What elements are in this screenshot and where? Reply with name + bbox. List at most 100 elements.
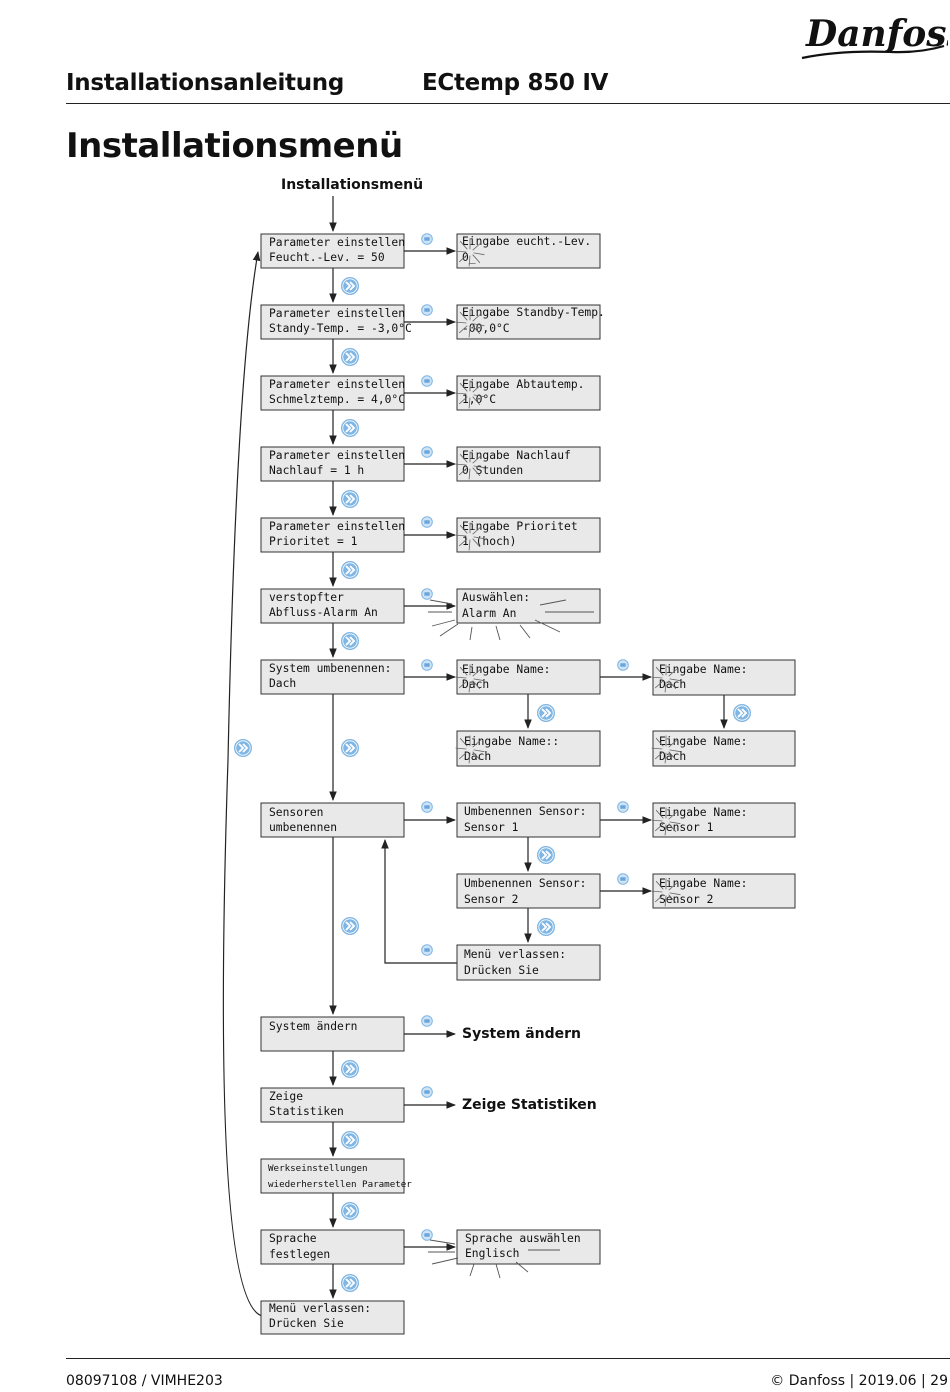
svg-text:Eingabe Name:: Eingabe Name:	[659, 877, 747, 890]
lcd-auswaehlen-alarm: Auswählen: Alarm An	[456, 588, 601, 624]
lcd-menue-verlassen: Menü verlassen: Drücken Sie	[260, 1300, 405, 1335]
document-number: 08097108 / VIMHE203	[66, 1373, 223, 1389]
svg-text:Sensor 1: Sensor 1	[659, 821, 714, 834]
svg-text:Eingabe Name:: Eingabe Name:	[659, 806, 747, 819]
lcd-eingabe-nachlauf: Eingabe Nachlauf 0 Stunden	[456, 446, 601, 482]
lcd-umbenennen-sensor-1: Umbenennen Sensor: Sensor 1	[456, 802, 601, 838]
lcd-nachlauf: Parameter einstellen Nachlauf = 1 h	[260, 446, 405, 482]
svg-text:festlegen: festlegen	[269, 1248, 330, 1261]
lcd-eingabe-standby: Eingabe Standby-Temp. -00,0°C	[456, 304, 605, 340]
product-name: ECtemp 850 IV	[422, 70, 609, 96]
lcd-werkseinstellungen: Werkseinstellungen wiederherstellen Para…	[260, 1158, 412, 1194]
svg-text:wiederherstellen Parameter: wiederherstellen Parameter	[268, 1179, 412, 1190]
footer-divider	[66, 1358, 950, 1359]
svg-text:1 (hoch): 1 (hoch)	[462, 535, 516, 548]
svg-text:Eingabe Abtautemp.: Eingabe Abtautemp.	[462, 378, 584, 391]
lcd-prioritet: Parameter einstellen Prioritet = 1	[260, 517, 405, 553]
svg-text:Parameter einstellen: Parameter einstellen	[269, 378, 405, 391]
svg-text:Eingabe Prioritet: Eingabe Prioritet	[462, 520, 578, 533]
svg-text:Eingabe Nachlauf: Eingabe Nachlauf	[462, 449, 571, 462]
svg-text:Nachlauf = 1 h: Nachlauf = 1 h	[269, 464, 364, 477]
svg-text:Schmelztemp. = 4,0°C: Schmelztemp. = 4,0°C	[269, 393, 405, 406]
svg-text:Sensoren: Sensoren	[269, 806, 323, 819]
lcd-menue-verlassen-sub: Menü verlassen: Drücken Sie	[456, 944, 601, 981]
lcd-feuchte: Parameter einstellen Feucht.-Lev. = 50	[260, 233, 405, 269]
system-aendern-label: System ändern	[462, 1026, 581, 1042]
zeige-statistiken-label: Zeige Statistiken	[462, 1097, 597, 1113]
lcd-eingabe-prioritet: Eingabe Prioritet 1 (hoch)	[456, 517, 601, 553]
svg-text:Dach: Dach	[269, 677, 296, 690]
lcd-name-sensor-1: Eingabe Name: Sensor 1	[652, 802, 796, 838]
svg-text:System umbenennen:: System umbenennen:	[269, 662, 391, 675]
lcd-sensoren-umbenennen: Sensoren umbenennen	[260, 802, 405, 838]
svg-text:Sensor 2: Sensor 2	[464, 893, 518, 906]
svg-text:Abfluss-Alarm An: Abfluss-Alarm An	[269, 606, 378, 619]
svg-text:Eingabe Name:: Eingabe Name:	[659, 735, 747, 748]
svg-text:System ändern: System ändern	[269, 1020, 357, 1033]
svg-text:Werkseinstellungen: Werkseinstellungen	[268, 1163, 368, 1174]
svg-text:Drücken Sie: Drücken Sie	[269, 1317, 344, 1330]
header-divider	[66, 103, 950, 104]
svg-text:Eingabe Name:: Eingabe Name:	[659, 663, 747, 676]
svg-text:Eingabe eucht.-Lev.: Eingabe eucht.-Lev.	[462, 235, 591, 248]
blinking-cursor-icons	[428, 238, 681, 1279]
document-type: Installationsanleitung	[66, 70, 345, 96]
lcd-sprache-auswaehlen: Sprache auswählen Englisch	[456, 1229, 601, 1265]
svg-text:Parameter einstellen: Parameter einstellen	[269, 236, 405, 249]
lcd-system-aendern: System ändern	[260, 1016, 405, 1052]
lcd-name-dach-b: Eingabe Name: Dach	[652, 730, 796, 767]
svg-text:Danfoss: Danfoss	[805, 13, 948, 55]
lcd-eingabe-name-dach-2: Eingabe Name:: Dach	[456, 730, 601, 767]
lcd-system-umbenennen: System umbenennen: Dach	[260, 659, 405, 695]
lcd-eingabe-feuchte: Eingabe eucht.-Lev. 0_	[456, 233, 601, 269]
svg-text:0 Stunden: 0 Stunden	[462, 464, 523, 477]
svg-text:Eingabe Name:: Eingabe Name:	[462, 663, 550, 676]
main-menu-boxes: Parameter einstellen Feucht.-Lev. = 50 P…	[260, 233, 412, 1335]
svg-text:Zeige: Zeige	[269, 1090, 303, 1103]
select-arrows	[381, 247, 728, 1251]
svg-text:-00,0°C: -00,0°C	[462, 322, 510, 335]
svg-text:Sprache: Sprache	[269, 1232, 317, 1245]
svg-text:Alarm An: Alarm An	[462, 607, 516, 620]
lcd-abfluss-alarm: verstopfter Abfluss-Alarm An	[260, 588, 405, 624]
lcd-standby-temp: Parameter einstellen Standy-Temp. = -3,0…	[260, 304, 412, 340]
svg-text:Umbenennen Sensor:: Umbenennen Sensor:	[464, 805, 586, 818]
copyright-page-number: © Danfoss | 2019.06 | 29	[770, 1373, 948, 1389]
svg-text:0_: 0_	[462, 251, 476, 264]
svg-text:Umbenennen Sensor:: Umbenennen Sensor:	[464, 877, 586, 890]
svg-text:Sensor 1: Sensor 1	[464, 821, 519, 834]
lcd-eingabe-abtautemp: Eingabe Abtautemp. 1,0°C	[456, 375, 601, 411]
next-button-icons	[340, 276, 752, 1293]
svg-text:Eingabe Standby-Temp.: Eingabe Standby-Temp.	[462, 306, 605, 319]
lcd-name-dach-a: Eingabe Name: Dach	[652, 659, 796, 696]
svg-text:1,0°C: 1,0°C	[462, 393, 496, 406]
lcd-schmelztemp: Parameter einstellen Schmelztemp. = 4,0°…	[260, 375, 405, 411]
svg-text:Parameter einstellen: Parameter einstellen	[269, 307, 405, 320]
sub-menu-boxes: Eingabe eucht.-Lev. 0_ Eingabe Standby-T…	[456, 233, 605, 1265]
lcd-name-sensor-2: Eingabe Name: Sensor 2	[652, 873, 796, 909]
double-chevron-icon	[233, 738, 253, 758]
svg-text:umbenennen: umbenennen	[269, 821, 337, 834]
svg-text:Auswählen:: Auswählen:	[462, 591, 530, 604]
svg-text:Sprache auswählen: Sprache auswählen	[465, 1232, 581, 1245]
svg-text:Prioritet = 1: Prioritet = 1	[269, 535, 358, 548]
svg-text:Feucht.-Lev. = 50: Feucht.-Lev. = 50	[269, 251, 385, 264]
svg-text:Standy-Temp. = -3,0°C: Standy-Temp. = -3,0°C	[269, 322, 412, 335]
lcd-eingabe-name-dach: Eingabe Name: Dach	[456, 659, 601, 695]
svg-text:Sensor 2: Sensor 2	[659, 893, 713, 906]
third-level-boxes: Eingabe Name: Dach Eingabe Name: Dach Ei…	[652, 659, 796, 909]
diagram-start-label: Installationsmenü	[281, 177, 423, 193]
svg-text:verstopfter: verstopfter	[269, 591, 344, 604]
svg-text:Parameter einstellen: Parameter einstellen	[269, 520, 405, 533]
svg-text:Englisch: Englisch	[465, 1247, 519, 1260]
svg-text:Eingabe Name::: Eingabe Name::	[464, 735, 559, 748]
svg-text:Menü verlassen:: Menü verlassen:	[464, 948, 566, 961]
svg-text:Dach: Dach	[464, 750, 491, 763]
svg-text:Statistiken: Statistiken	[269, 1105, 344, 1118]
lcd-umbenennen-sensor-2: Umbenennen Sensor: Sensor 2	[456, 873, 601, 909]
lcd-sprache: Sprache festlegen	[260, 1229, 405, 1265]
svg-text:Menü verlassen:: Menü verlassen:	[269, 1302, 371, 1315]
page-title: Installationsmenü	[66, 126, 403, 166]
danfoss-logo: Danfoss	[801, 13, 948, 60]
